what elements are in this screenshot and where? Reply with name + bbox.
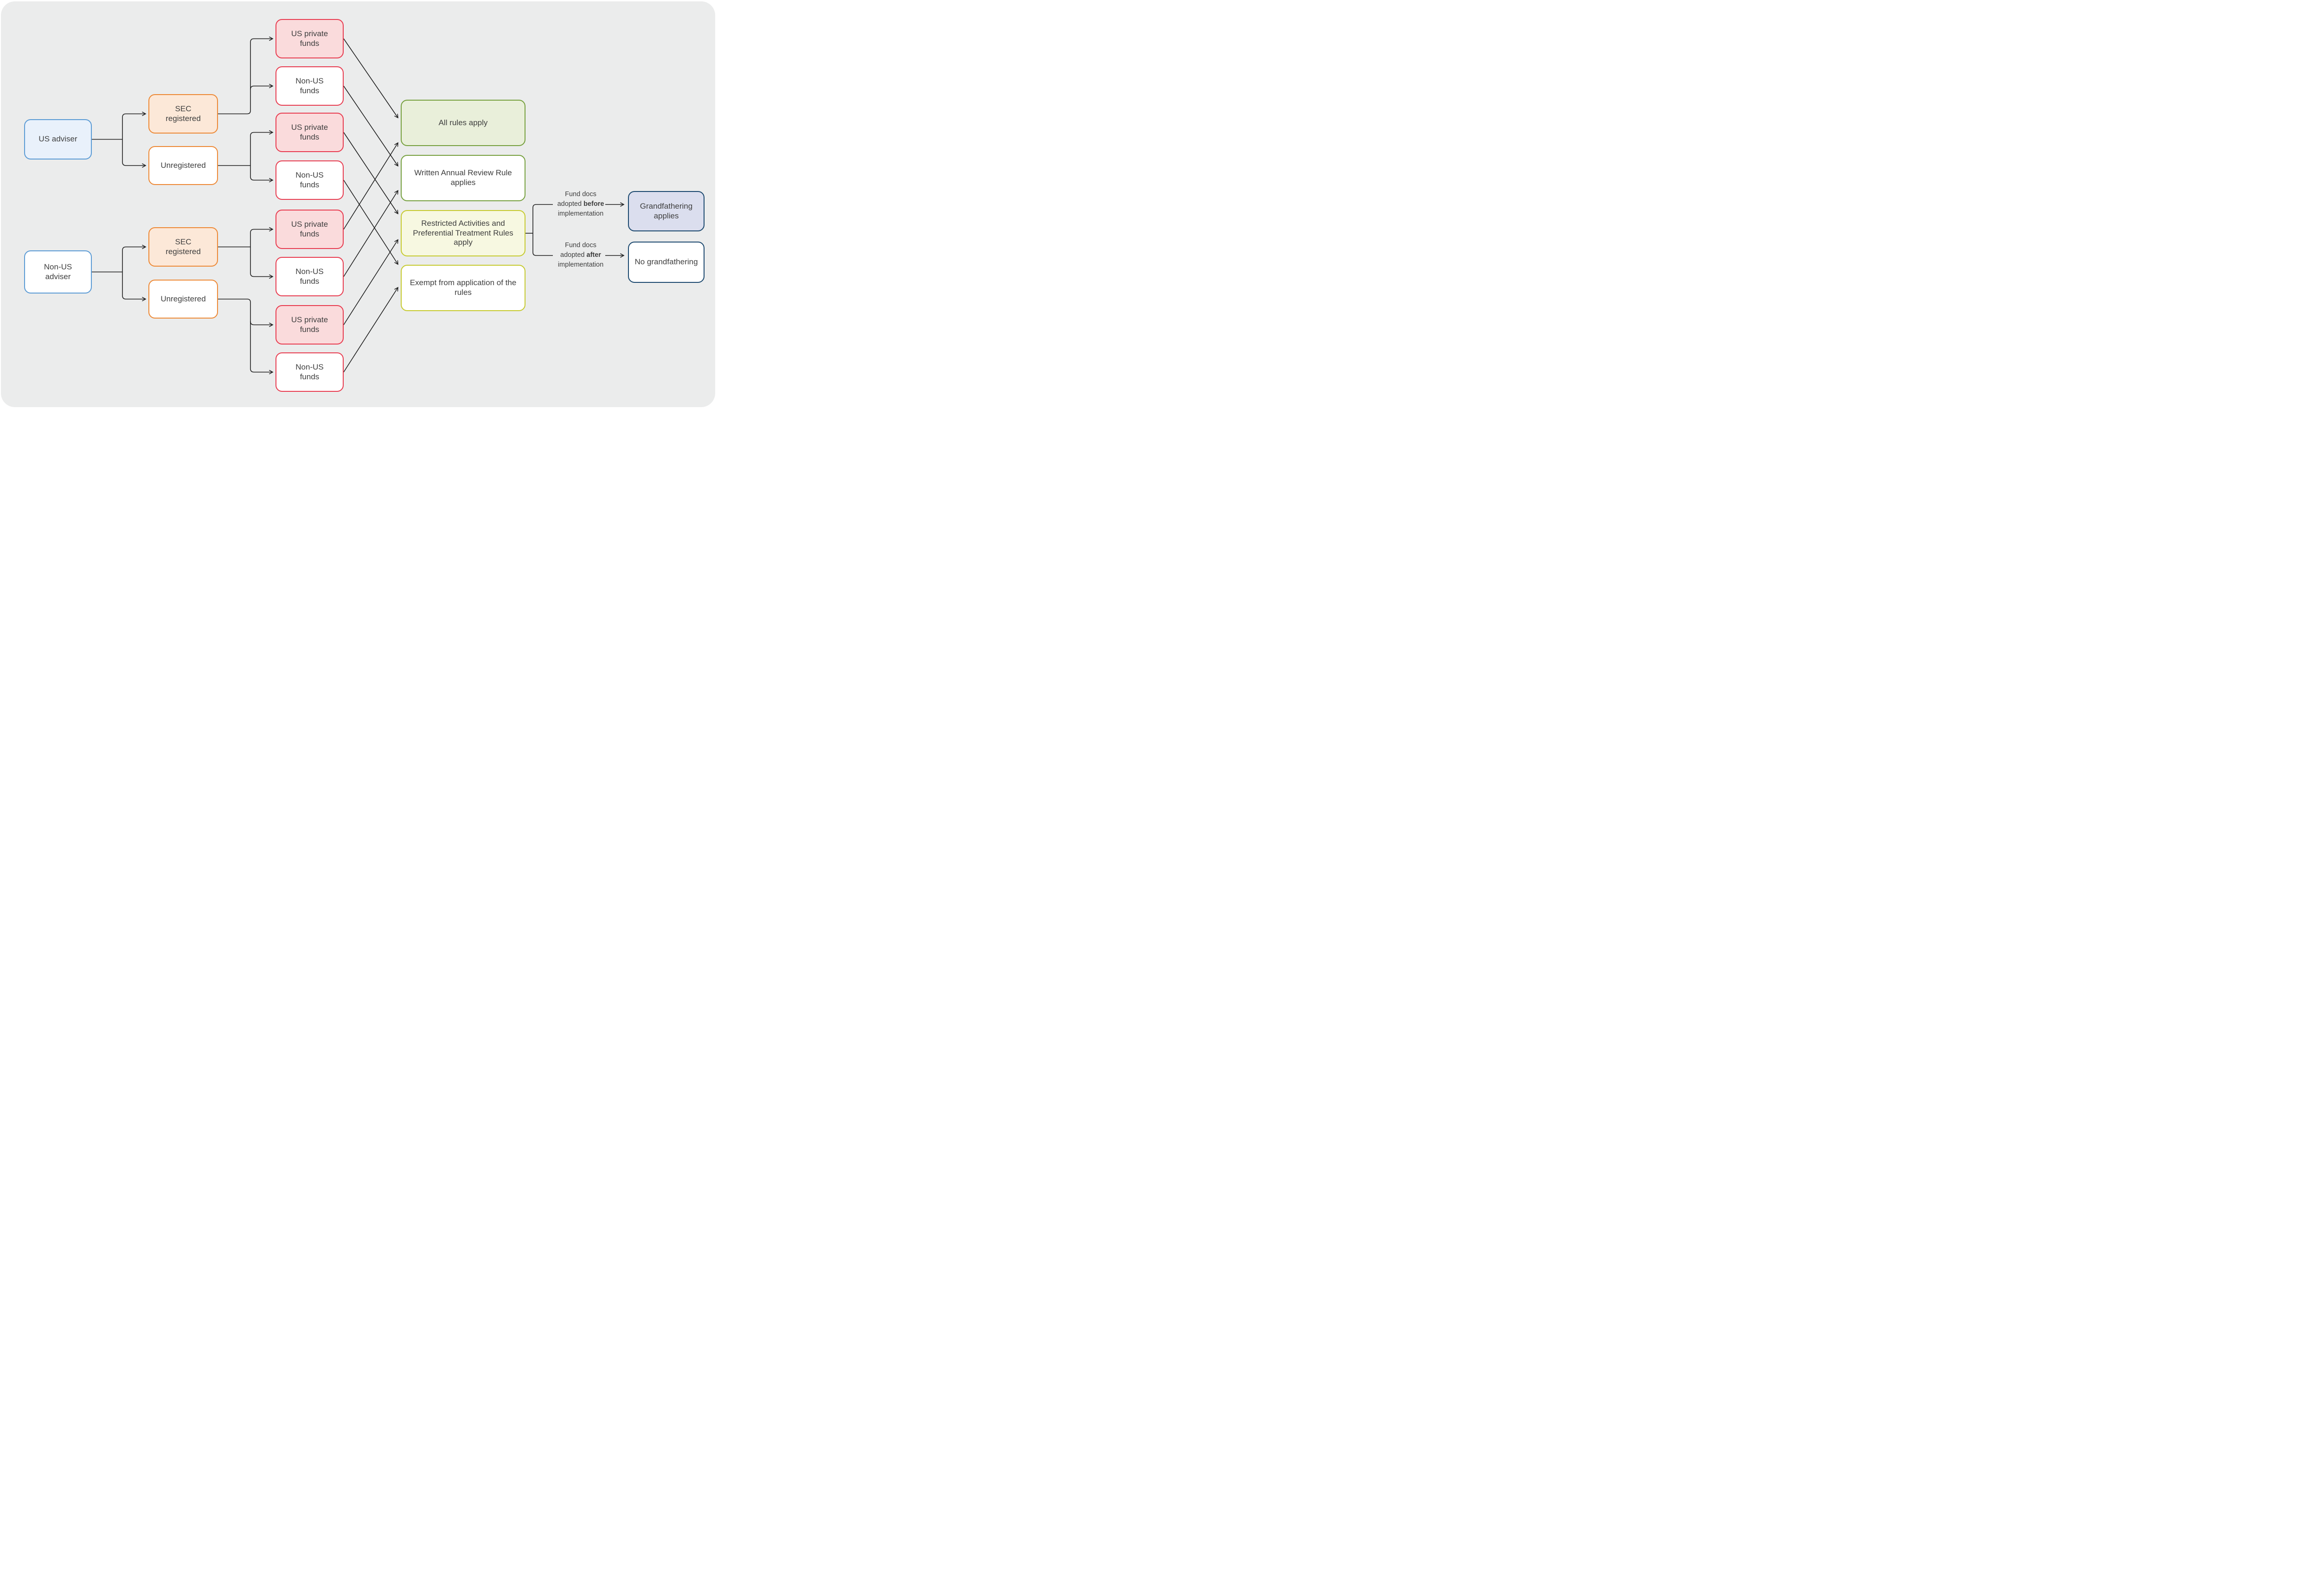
flowchart-canvas: US adviser Non-US adviser SEC registered… — [1, 1, 715, 407]
node-no-grandfathering: No grandfathering — [628, 242, 705, 283]
edge-non-us-funds-4-exempt — [343, 287, 398, 372]
label-before-line1: Fund docs — [565, 191, 596, 198]
edge-non-us-adviser-unregistered-2 — [122, 272, 147, 301]
node-sec-registered-2-label: SEC registered — [166, 237, 201, 256]
node-exempt-label: Exempt from application of the rules — [410, 278, 517, 297]
node-unregistered-1-label: Unregistered — [160, 160, 206, 170]
node-all-rules: All rules apply — [401, 100, 525, 146]
node-us-private-funds-3: US private funds — [275, 210, 344, 249]
edge-non-us-funds-2-exempt — [343, 180, 398, 265]
node-unregistered-2-label: Unregistered — [160, 294, 206, 303]
node-non-us-funds-4: Non-US funds — [275, 352, 344, 392]
edge-bracket — [532, 204, 553, 256]
node-us-private-funds-3-label: US private funds — [291, 219, 328, 238]
label-after-line3: implementation — [557, 261, 604, 268]
edge-sec-registered-2-non-us-funds-3 — [250, 247, 274, 279]
connector-lines — [92, 36, 625, 375]
node-non-us-adviser-label: Non-US adviser — [44, 262, 72, 281]
edge-non-us-funds-1-written-review — [343, 86, 398, 167]
edge-unregistered-1-us-private-funds-2 — [250, 130, 274, 166]
node-non-us-funds-1-label: Non-US funds — [295, 76, 324, 95]
node-us-private-funds-4: US private funds — [275, 305, 344, 345]
node-unregistered-2: Unregistered — [148, 280, 218, 319]
edge-non-us-funds-3-written-review — [343, 190, 398, 277]
node-non-us-funds-3-label: Non-US funds — [295, 267, 324, 286]
edge-sec-registered-1-non-us-funds-1 — [250, 83, 274, 90]
node-us-private-funds-2-label: US private funds — [291, 122, 328, 141]
node-written-review: Written Annual Review Rule applies — [401, 155, 525, 201]
edge-us-private-funds-1-all-rules — [343, 38, 398, 119]
node-non-us-funds-2-label: Non-US funds — [295, 170, 324, 189]
node-unregistered-1: Unregistered — [148, 146, 218, 185]
node-sec-registered-1: SEC registered — [148, 94, 218, 134]
label-fund-docs-before: Fund docs adopted before implementation — [554, 190, 608, 219]
edge-us-adviser-sec-registered-1 — [122, 111, 147, 140]
node-all-rules-label: All rules apply — [438, 118, 488, 127]
node-no-grandfathering-label: No grandfathering — [634, 257, 698, 267]
node-non-us-funds-2: Non-US funds — [275, 160, 344, 200]
node-non-us-funds-1: Non-US funds — [275, 66, 344, 106]
node-us-private-funds-4-label: US private funds — [291, 315, 328, 334]
label-fund-docs-after: Fund docs adopted after implementation — [554, 241, 608, 270]
node-restricted-label: Restricted Activities and Preferential T… — [413, 218, 513, 247]
node-exempt: Exempt from application of the rules — [401, 265, 525, 311]
node-grandfathering: Grandfathering applies — [628, 191, 705, 231]
edge-sec-registered-2-us-private-funds-3 — [250, 227, 274, 247]
label-after-line2: adopted after — [560, 251, 601, 259]
label-after-line1: Fund docs — [565, 242, 596, 249]
edge-us-private-funds-2-restricted — [343, 132, 398, 215]
node-sec-registered-1-label: SEC registered — [166, 104, 201, 123]
edge-sec-registered-1-us-private-funds-1 — [218, 36, 274, 115]
node-grandfathering-label: Grandfathering applies — [640, 201, 693, 220]
edge-unregistered-2-us-private-funds-4 — [250, 321, 274, 327]
node-non-us-adviser: Non-US adviser — [24, 250, 92, 294]
node-non-us-funds-4-label: Non-US funds — [295, 362, 324, 381]
edge-unregistered-1-non-us-funds-2 — [250, 166, 274, 183]
node-us-private-funds-2: US private funds — [275, 113, 344, 152]
node-sec-registered-2: SEC registered — [148, 227, 218, 267]
node-us-adviser: US adviser — [24, 119, 92, 160]
node-us-private-funds-1: US private funds — [275, 19, 344, 58]
node-restricted: Restricted Activities and Preferential T… — [401, 210, 525, 256]
edge-us-private-funds-3-all-rules — [343, 142, 398, 230]
node-non-us-funds-3: Non-US funds — [275, 257, 344, 296]
node-us-adviser-label: US adviser — [38, 134, 77, 144]
edge-us-adviser-unregistered-1 — [122, 139, 147, 168]
node-us-private-funds-1-label: US private funds — [291, 29, 328, 48]
edge-non-us-adviser-sec-registered-2 — [122, 244, 147, 272]
label-before-line3: implementation — [557, 210, 604, 217]
edge-unregistered-2-non-us-funds-4 — [218, 299, 274, 375]
label-before-line2: adopted before — [557, 200, 604, 208]
node-written-review-label: Written Annual Review Rule applies — [414, 168, 512, 187]
edge-us-private-funds-4-restricted — [343, 239, 398, 325]
